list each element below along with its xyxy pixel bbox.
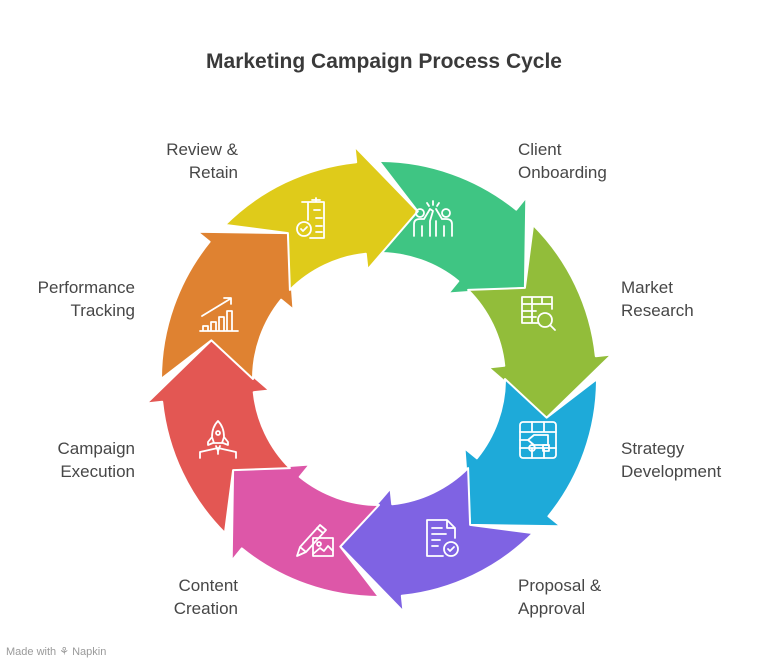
made-with-napkin-footer: Made with ⚘ Napkin <box>6 646 107 658</box>
diagram-title: Marketing Campaign Process Cycle <box>206 50 562 73</box>
growth-chart-icon <box>196 291 240 335</box>
label-review-retain: Review &Retain <box>166 140 238 182</box>
flowchart-icon <box>516 418 560 462</box>
cycle-arrow-market-research <box>467 223 613 419</box>
cycle-arrow-strategy-development <box>463 378 598 528</box>
document-check-icon <box>419 516 463 560</box>
cycle-arrow-performance-tracking <box>160 230 295 380</box>
high-five-icon <box>411 198 455 242</box>
cycle-arrow-campaign-execution <box>145 339 291 535</box>
rocket-launch-icon <box>196 418 240 462</box>
cycle-arrow-content-creation <box>230 463 380 598</box>
pencil-image-icon <box>293 516 337 560</box>
label-proposal-approval: Proposal &Approval <box>518 576 602 618</box>
table-search-icon <box>516 291 560 335</box>
clipboard-check-icon <box>292 196 336 240</box>
